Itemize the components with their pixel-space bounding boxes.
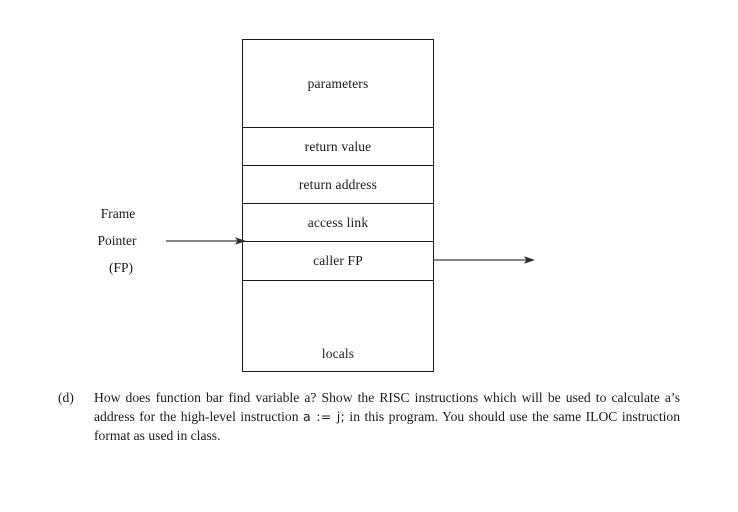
stack-frame-diagram: parameters return value return address a… (242, 39, 434, 372)
frame-pointer-label-line1: Frame (100, 206, 136, 221)
question-text-part1: How does function bar find variable a? S… (94, 390, 680, 425)
frame-pointer-label-line2: Pointer (97, 233, 137, 248)
frame-pointer-label: Frame Pointer (FP) (72, 200, 164, 281)
frame-cell-locals: locals (243, 281, 433, 370)
question-block: (d) How does function bar find variable … (58, 388, 680, 446)
question-text-part2: in this program. You should use the same… (94, 409, 680, 444)
frame-cell-label: parameters (307, 75, 369, 91)
frame-cell-caller-fp: caller FP (243, 242, 433, 281)
frame-cell-label: return address (298, 176, 378, 192)
frame-cell-return-address: return address (243, 166, 433, 204)
question-code-snippet: a := j; (303, 409, 345, 425)
frame-pointer-arrow-icon (166, 237, 246, 245)
frame-pointer-label-line3: (FP) (108, 260, 133, 275)
frame-cell-parameters: parameters (243, 40, 433, 128)
frame-cell-return-value: return value (243, 128, 433, 166)
frame-cell-label: return value (304, 138, 372, 154)
frame-cell-label: locals (321, 345, 355, 361)
caller-fp-arrow-icon (433, 256, 535, 264)
question-marker: (d) (58, 390, 74, 405)
frame-cell-label: caller FP (313, 253, 363, 269)
question-text: How does function bar find variable a? S… (94, 388, 680, 446)
frame-cell-label: access link (307, 214, 369, 230)
frame-cell-access-link: access link (243, 204, 433, 242)
